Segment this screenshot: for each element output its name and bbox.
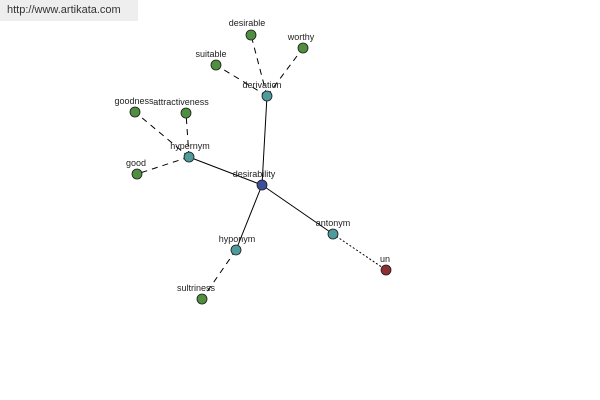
node-dot-antonym[interactable] bbox=[327, 228, 339, 240]
node-dot-desirable[interactable] bbox=[245, 29, 257, 41]
node-dot-un[interactable] bbox=[380, 264, 392, 276]
node-label-suitable: suitable bbox=[195, 49, 226, 59]
node-label-un: un bbox=[380, 254, 390, 264]
node-dot-goodness[interactable] bbox=[129, 106, 141, 118]
node-dot-worthy[interactable] bbox=[297, 42, 309, 54]
node-attractiveness[interactable]: attractiveness bbox=[153, 97, 209, 119]
node-label-hyponym: hyponym bbox=[219, 234, 256, 244]
node-desirability[interactable]: desirability bbox=[233, 169, 276, 191]
node-desirable[interactable]: desirable bbox=[229, 18, 266, 41]
url-bar: http://www.artikata.com bbox=[0, 0, 138, 21]
node-un[interactable]: un bbox=[380, 254, 392, 276]
node-label-derivation: derivation bbox=[242, 80, 281, 90]
node-antonym[interactable]: antonym bbox=[316, 218, 351, 240]
edge-hyponym-sultriness bbox=[201, 249, 237, 300]
node-dot-hypernym[interactable] bbox=[183, 151, 195, 163]
node-hyponym[interactable]: hyponym bbox=[219, 234, 256, 256]
node-label-desirable: desirable bbox=[229, 18, 266, 28]
site-url-link[interactable]: http://www.artikata.com bbox=[7, 4, 121, 16]
node-dot-sultriness[interactable] bbox=[196, 293, 208, 305]
node-good[interactable]: good bbox=[126, 158, 146, 180]
edge-hypernym-goodness bbox=[134, 111, 190, 158]
edge-antonym-un bbox=[332, 233, 387, 271]
edge-desirability-antonym bbox=[261, 184, 334, 235]
edges-layer bbox=[134, 34, 387, 300]
node-label-goodness: goodness bbox=[114, 96, 154, 106]
node-dot-attractiveness[interactable] bbox=[180, 107, 192, 119]
edge-hypernym-attractiveness bbox=[185, 112, 190, 158]
edge-hypernym-good bbox=[136, 156, 190, 175]
nodes-layer: desirability derivation hypernym hyponym ant… bbox=[114, 18, 392, 305]
node-label-worthy: worthy bbox=[287, 32, 315, 42]
node-label-sultriness: sultriness bbox=[177, 283, 216, 293]
node-dot-suitable[interactable] bbox=[210, 59, 222, 71]
node-label-attractiveness: attractiveness bbox=[153, 97, 209, 107]
node-goodness[interactable]: goodness bbox=[114, 96, 154, 118]
node-suitable[interactable]: suitable bbox=[195, 49, 227, 71]
node-dot-desirability[interactable] bbox=[256, 179, 268, 191]
node-label-antonym: antonym bbox=[316, 218, 351, 228]
node-label-good: good bbox=[126, 158, 146, 168]
node-dot-hyponym[interactable] bbox=[230, 244, 242, 256]
edge-desirability-hypernym bbox=[188, 156, 263, 186]
node-worthy[interactable]: worthy bbox=[287, 32, 315, 54]
node-sultriness[interactable]: sultriness bbox=[177, 283, 216, 305]
node-label-hypernym: hypernym bbox=[170, 141, 210, 151]
edge-desirability-hyponym bbox=[235, 184, 263, 251]
node-hypernym[interactable]: hypernym bbox=[170, 141, 210, 163]
node-label-desirability: desirability bbox=[233, 169, 276, 179]
node-dot-good[interactable] bbox=[131, 168, 143, 180]
node-derivation[interactable]: derivation bbox=[242, 80, 282, 102]
edge-derivation-worthy bbox=[266, 47, 304, 97]
node-dot-derivation[interactable] bbox=[261, 90, 273, 102]
edge-derivation-suitable bbox=[215, 64, 268, 97]
edge-desirability-derivation bbox=[261, 95, 268, 186]
